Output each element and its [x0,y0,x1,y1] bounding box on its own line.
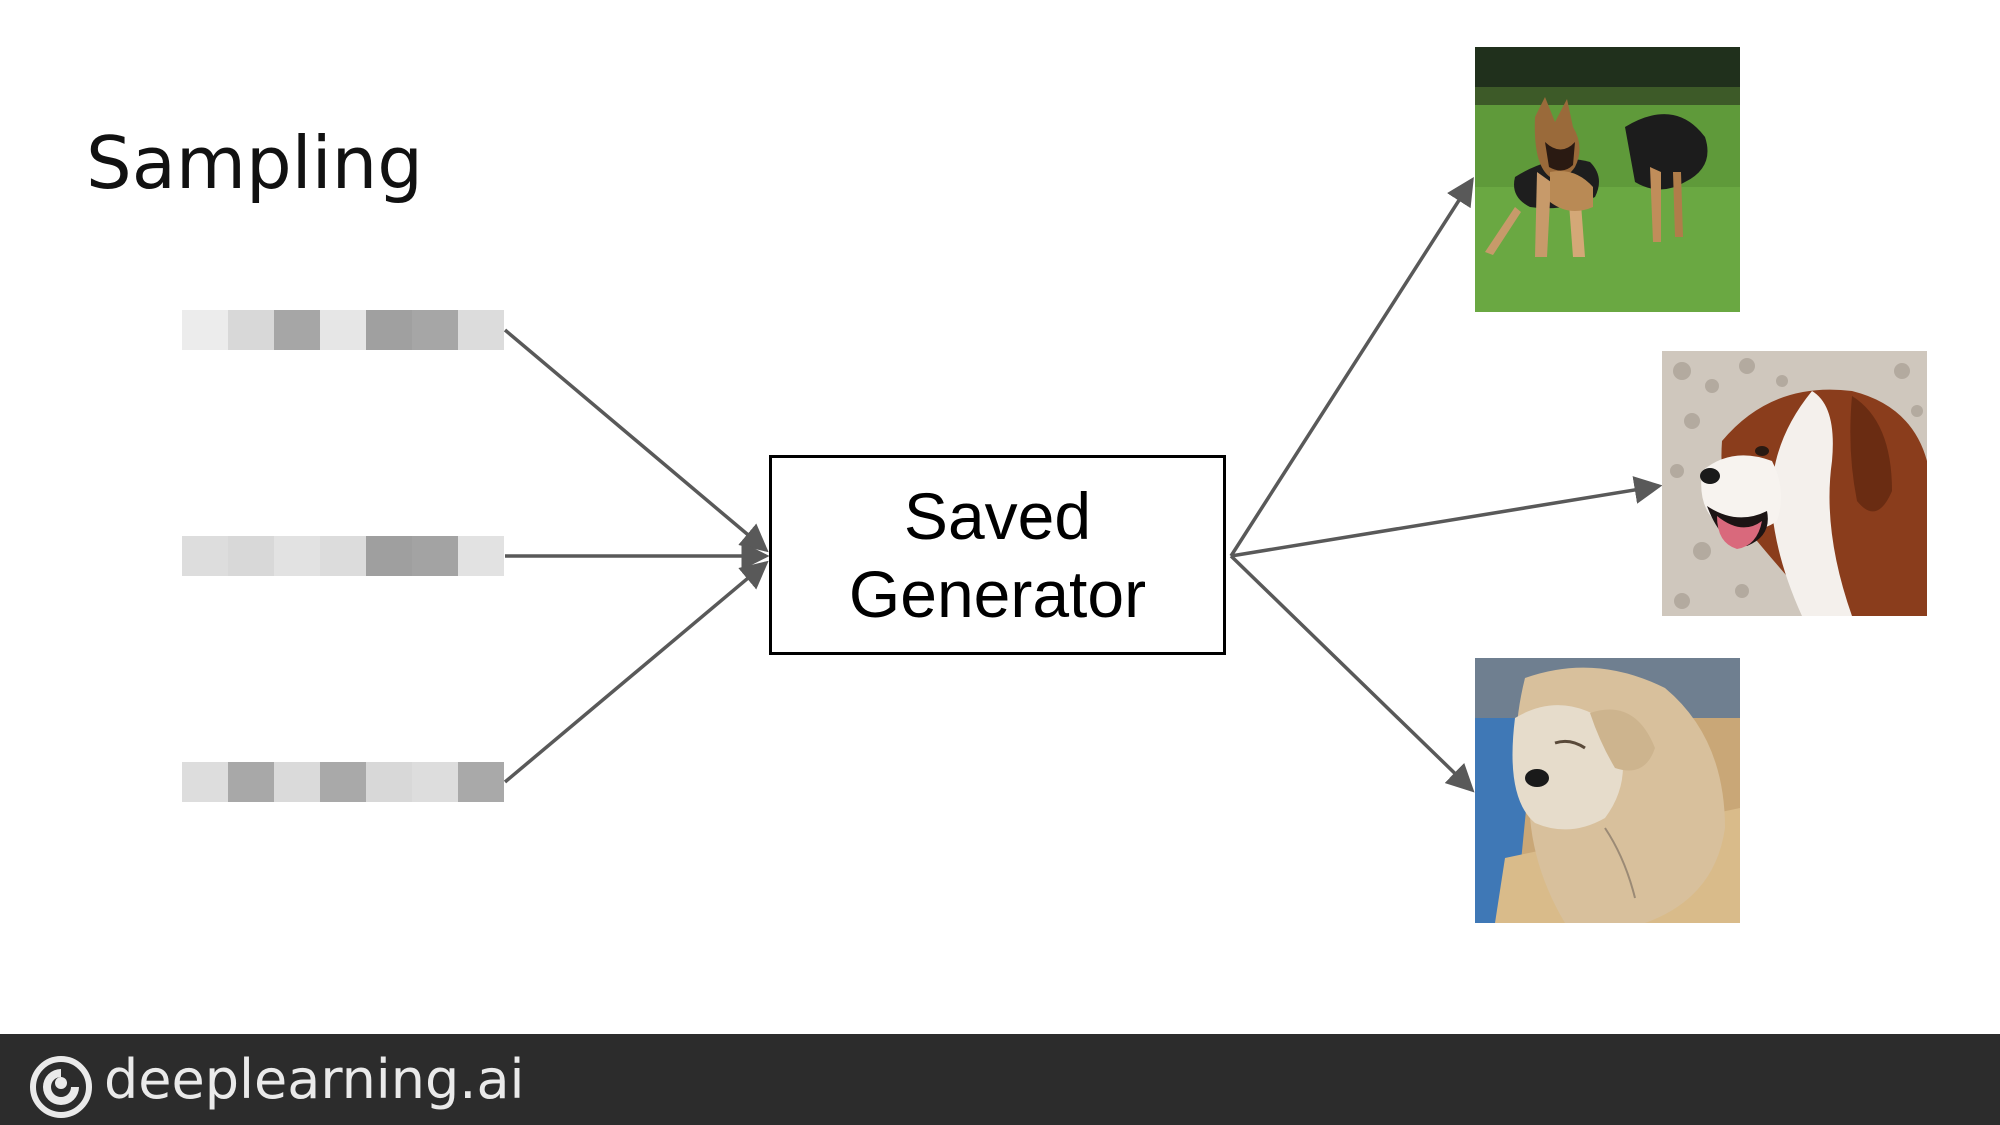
arrow-generator-to-image3 [1229,554,1475,793]
noise-cell [458,536,504,576]
saved-generator-box: Saved Generator [769,455,1226,655]
arrow-vector3-to-generator [503,560,769,784]
arrow-generator-to-image2 [1230,476,1663,558]
noise-cell [274,536,320,576]
slide-title: Sampling [86,121,424,205]
noise-vector-2 [182,536,504,576]
deeplearning-ai-logo-icon [30,1056,92,1118]
noise-cell [412,762,458,802]
noise-cell [182,762,228,802]
noise-cell [182,310,228,350]
noise-cell [458,310,504,350]
noise-cell [366,762,412,802]
wheaten-terrier-dog-photo [1475,658,1740,923]
noise-cell [274,762,320,802]
saint-bernard-dog-photo [1662,351,1927,616]
generator-label-line2: Generator [848,557,1147,631]
noise-vector-1 [182,310,504,350]
brand-name: deeplearning.ai [104,1048,525,1111]
noise-cell [366,536,412,576]
noise-cell [228,536,274,576]
generator-label-line1: Saved [903,479,1092,553]
noise-cell [412,310,458,350]
noise-cell [366,310,412,350]
noise-cell [412,536,458,576]
noise-cell [228,310,274,350]
footer-bar: deeplearning.ai [0,1034,2000,1125]
arrows-layer [503,177,1663,793]
arrow-generator-to-image1 [1229,177,1474,557]
noise-cell [320,762,366,802]
noise-cell [458,762,504,802]
noise-cell [182,536,228,576]
slide: Sampling [86,47,1927,923]
noise-cell [320,310,366,350]
noise-cell [228,762,274,802]
german-shepherd-dogs-photo [1475,47,1740,312]
arrow-vector1-to-generator [503,328,769,553]
noise-cell [320,536,366,576]
noise-vector-3 [182,762,504,802]
noise-cell [274,310,320,350]
